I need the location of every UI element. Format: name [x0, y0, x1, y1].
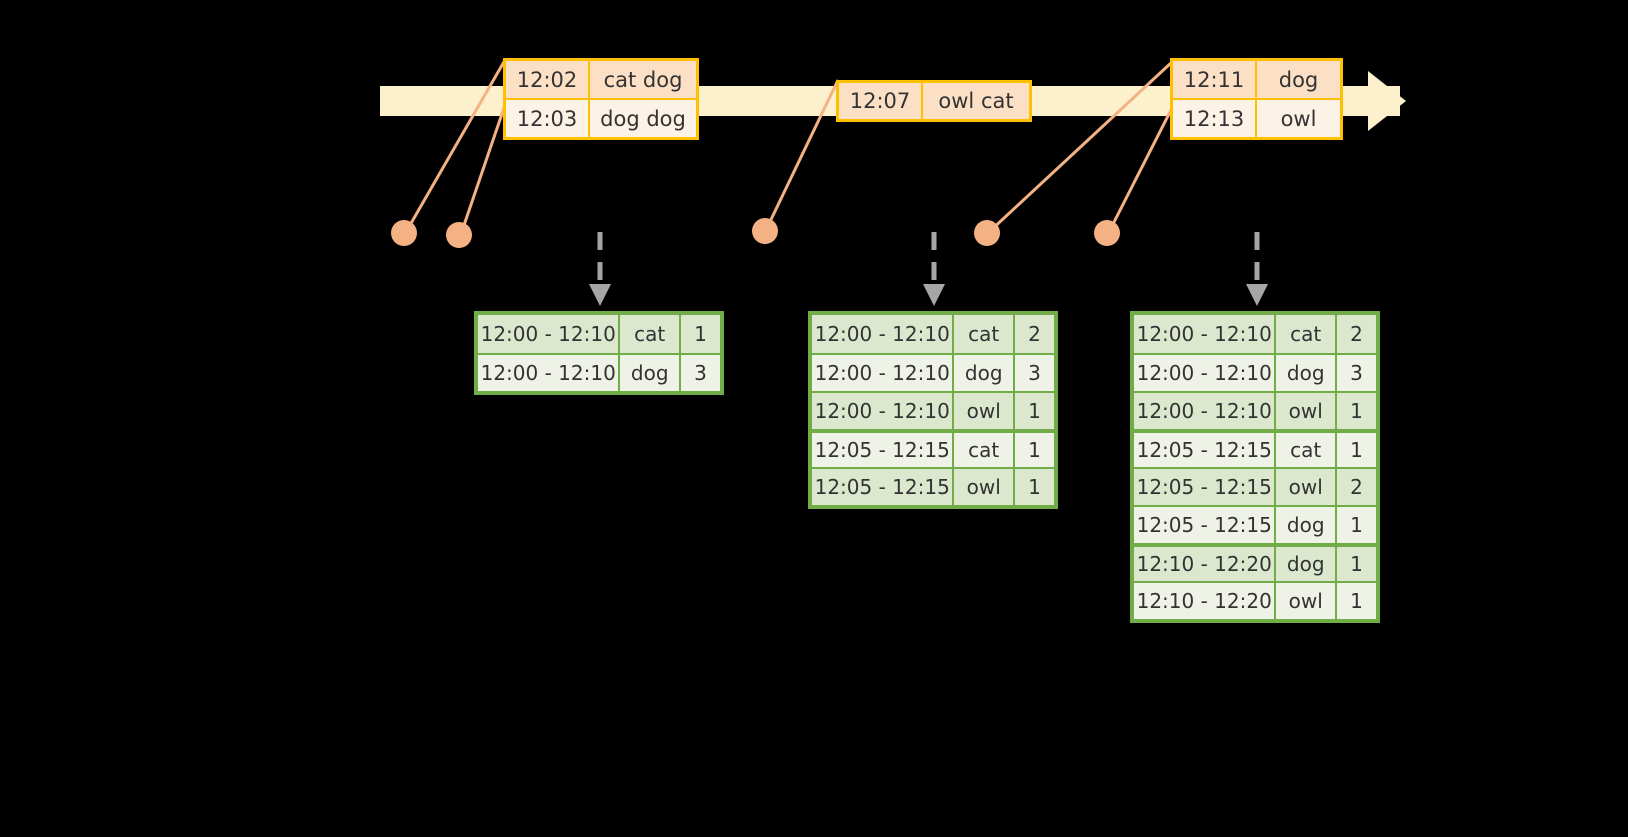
word-key: dog: [1276, 547, 1337, 581]
event-row: 12:03 dog dog: [506, 98, 696, 137]
window-range: 12:05 - 12:15: [812, 469, 955, 505]
trigger-dot: [446, 222, 472, 248]
window-range: 12:10 - 12:20: [1134, 547, 1277, 581]
word-key: owl: [1276, 393, 1337, 429]
word-key: cat: [954, 433, 1015, 467]
word-count: 1: [1014, 393, 1054, 429]
trigger-dot: [391, 220, 417, 246]
event-payload: dog dog: [590, 100, 696, 137]
word-count: 1: [1336, 433, 1376, 467]
window-range: 12:00 - 12:10: [1134, 355, 1277, 391]
window-range: 12:00 - 12:10: [478, 315, 621, 353]
trigger-dot: [752, 218, 778, 244]
window-range: 12:00 - 12:10: [478, 355, 621, 391]
word-count: 1: [1336, 507, 1376, 543]
event-time: 12:07: [839, 83, 923, 119]
event-group-3: 12:11 dog 12:13 owl: [1170, 58, 1343, 140]
word-key: dog: [954, 355, 1015, 391]
word-count: 1: [680, 315, 720, 353]
window-range: 12:00 - 12:10: [1134, 315, 1277, 353]
word-count: 1: [1014, 469, 1054, 505]
word-key: owl: [1276, 469, 1337, 505]
window-range: 12:10 - 12:20: [1134, 583, 1277, 619]
event-time: 12:03: [506, 100, 590, 137]
event-row: 12:02 cat dog: [506, 61, 696, 98]
word-key: dog: [1276, 507, 1337, 543]
window-range: 12:05 - 12:15: [812, 433, 955, 467]
word-key: dog: [1276, 355, 1337, 391]
word-key: dog: [620, 355, 681, 391]
emit-arrow-icon: [1246, 232, 1268, 306]
word-count: 1: [1336, 547, 1376, 581]
timeline-arrowhead-icon: [1368, 71, 1406, 131]
emit-arrow-icon: [923, 232, 945, 306]
event-group-1: 12:02 cat dog 12:03 dog dog: [503, 58, 699, 140]
word-count: 1: [1336, 583, 1376, 619]
trigger-dot: [1094, 220, 1120, 246]
word-count: 2: [1336, 469, 1376, 505]
event-payload: cat dog: [590, 61, 696, 98]
word-key: owl: [1276, 583, 1337, 619]
word-key: cat: [954, 315, 1015, 353]
event-group-2: 12:07 owl cat: [836, 80, 1032, 122]
window-range: 12:05 - 12:15: [1134, 433, 1277, 467]
window-range: 12:00 - 12:10: [1134, 393, 1277, 429]
word-key: cat: [1276, 433, 1337, 467]
event-payload: dog: [1257, 61, 1340, 98]
trigger-dot: [974, 220, 1000, 246]
event-time: 12:02: [506, 61, 590, 98]
word-count: 3: [1336, 355, 1376, 391]
window-range: 12:00 - 12:10: [812, 315, 955, 353]
word-count: 2: [1014, 315, 1054, 353]
word-count: 1: [1014, 433, 1054, 467]
window-range: 12:00 - 12:10: [812, 355, 955, 391]
event-row: 12:07 owl cat: [839, 83, 1029, 119]
event-time: 12:13: [1173, 100, 1257, 137]
event-payload: owl: [1257, 100, 1340, 137]
event-row: 12:13 owl: [1173, 98, 1340, 137]
word-count: 3: [680, 355, 720, 391]
event-row: 12:11 dog: [1173, 61, 1340, 98]
word-key: owl: [954, 469, 1015, 505]
event-time: 12:11: [1173, 61, 1257, 98]
emit-arrow-icon: [589, 232, 611, 306]
word-key: cat: [620, 315, 681, 353]
window-range: 12:00 - 12:10: [812, 393, 955, 429]
word-count: 1: [1336, 393, 1376, 429]
event-payload: owl cat: [923, 83, 1029, 119]
word-count: 2: [1336, 315, 1376, 353]
window-range: 12:05 - 12:15: [1134, 507, 1277, 543]
word-key: cat: [1276, 315, 1337, 353]
word-count: 3: [1014, 355, 1054, 391]
window-range: 12:05 - 12:15: [1134, 469, 1277, 505]
word-key: owl: [954, 393, 1015, 429]
